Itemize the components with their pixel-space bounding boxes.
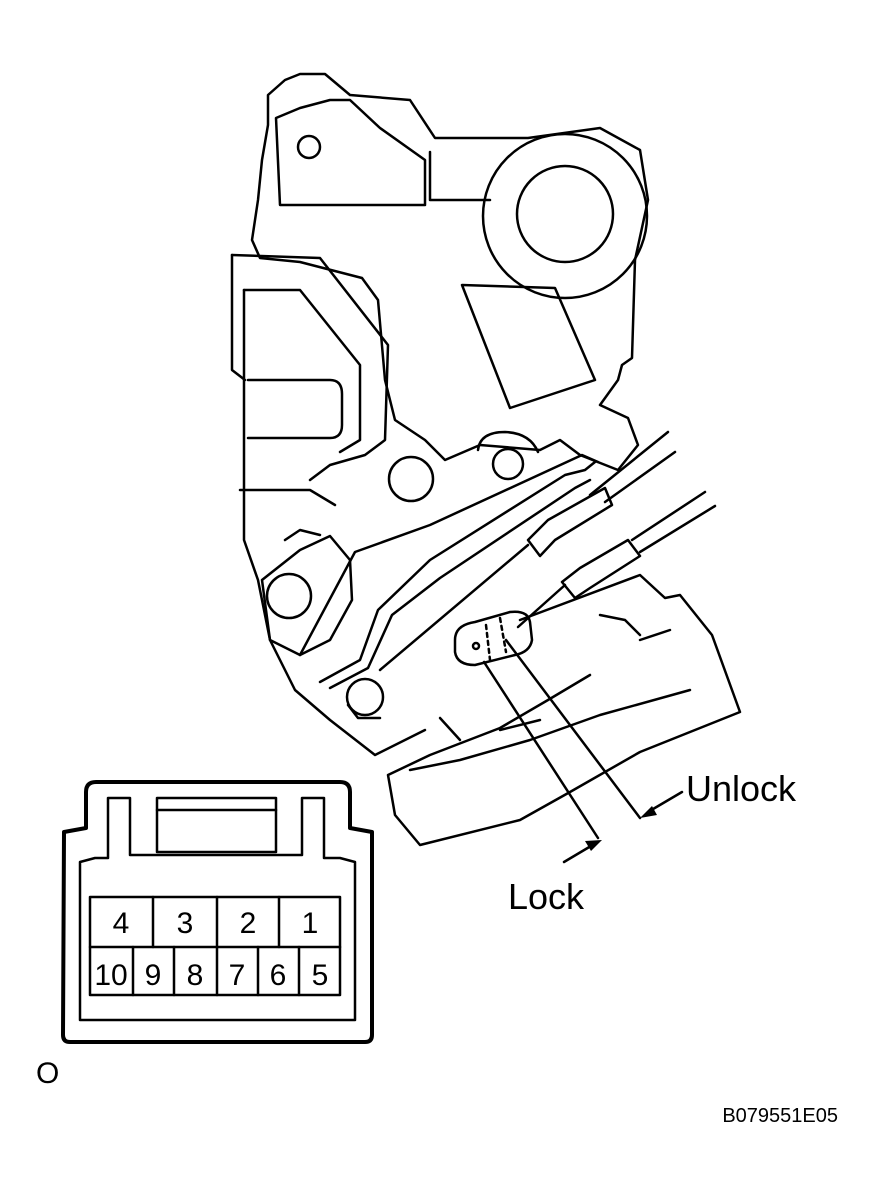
linkage-rod: [298, 453, 600, 690]
lock-label: Lock: [508, 876, 585, 917]
terminal-4: 4: [113, 907, 130, 940]
lock-housing: [230, 72, 650, 757]
terminal-2: 2: [240, 907, 257, 940]
terminal-9: 9: [145, 959, 162, 992]
cables: [378, 430, 717, 672]
terminal-5: 5: [312, 959, 329, 992]
terminal-1: 1: [302, 907, 319, 940]
dimension-lines: [482, 638, 684, 864]
unlock-label: Unlock: [686, 768, 797, 809]
mount-holes: [260, 134, 540, 720]
lower-bracket: [386, 573, 742, 847]
dimension-arrowheads: [585, 806, 657, 851]
terminal-3: 3: [177, 907, 194, 940]
rotor-boss: [481, 132, 649, 300]
switch-block: [460, 283, 597, 410]
terminal-10: 10: [94, 959, 127, 992]
figure-code: B079551E05: [722, 1105, 838, 1127]
terminal-7: 7: [229, 959, 246, 992]
terminal-6: 6: [270, 959, 287, 992]
terminal-8: 8: [187, 959, 204, 992]
terminal-numbers: 4 3 2 1 10 9 8 7 6 5: [94, 907, 328, 992]
connector-outline: [61, 780, 374, 1044]
detent-capsule: [453, 610, 534, 667]
view-marker: O: [36, 1057, 59, 1090]
